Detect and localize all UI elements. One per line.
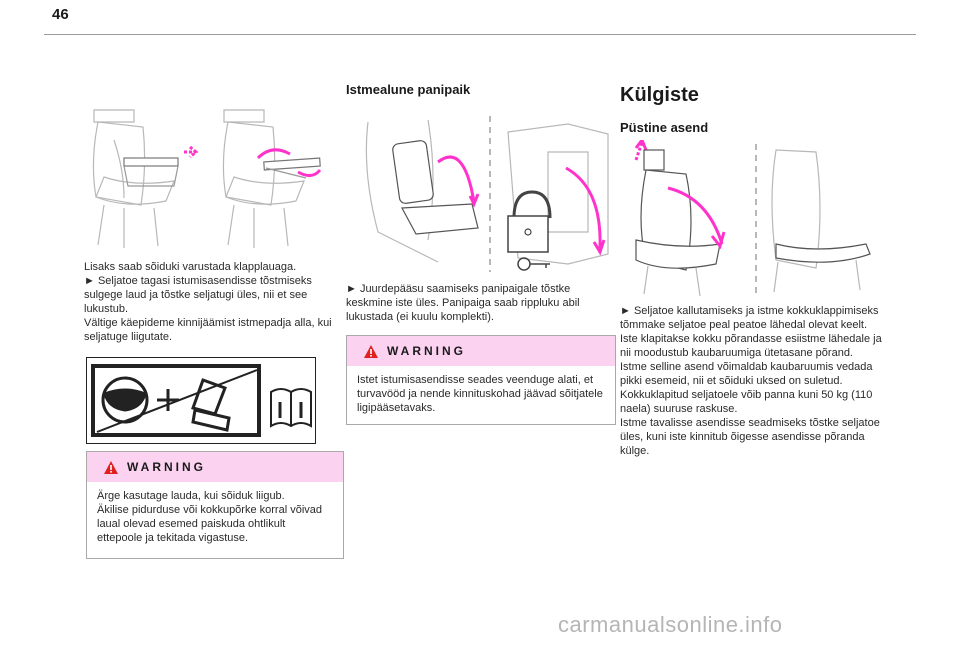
col2-warning-box: WARNING Istet istumisasendisse seades ve… bbox=[346, 335, 616, 425]
col1-paragraph-2: ► Seljatoe tagasi istumisasendisse tõstm… bbox=[84, 275, 312, 315]
col3-paragraph-3: Istme selline asend võimaldab kaubaruumi… bbox=[620, 361, 873, 387]
side-seat-illustration bbox=[626, 140, 888, 300]
padlock-icon bbox=[507, 190, 552, 253]
col3-heading: Külgiste bbox=[620, 84, 699, 106]
col3-paragraph-4: Kokkuklapitud seljatoele võib panna kuni… bbox=[620, 389, 873, 415]
col1-warning-line-1: Ärge kasutage lauda, kui sõiduk liigub. bbox=[97, 490, 285, 502]
col1-warning-title: WARNING bbox=[127, 460, 206, 474]
col3-paragraph-2: Iste klapitakse kokku põrandasse esiistm… bbox=[620, 333, 882, 359]
col2-warning-text: Istet istumisasendisse seades veenduge a… bbox=[357, 374, 603, 414]
col3-paragraph-1: ► Seljatoe kallutamiseks ja istme kokkuk… bbox=[620, 305, 879, 331]
col1-warning-line-2: Äkilise pidurduse või kokkupõrke korral … bbox=[97, 504, 322, 544]
col2-paragraph: ► Juurdepääsu saamiseks panipaigale tõst… bbox=[346, 283, 580, 323]
page-number: 46 bbox=[52, 6, 69, 23]
symbol-box bbox=[86, 357, 316, 444]
top-rule bbox=[44, 34, 916, 35]
col2-heading: Istmealune panipaik bbox=[346, 82, 471, 97]
col1-paragraph-3: Vältige käepideme kinnijäämist istmepadj… bbox=[84, 317, 332, 343]
key-icon bbox=[517, 257, 550, 271]
storage-illustration bbox=[358, 112, 614, 274]
col1-paragraph-1: Lisaks saab sõiduki varustada klapplauag… bbox=[84, 261, 297, 273]
col3-paragraph-5: Istme tavalisse asendisse seadmiseks tõs… bbox=[620, 417, 880, 457]
watermark: carmanualsonline.info bbox=[558, 612, 783, 637]
warning-triangle-icon bbox=[104, 460, 118, 474]
col3-subheading: Püstine asend bbox=[620, 120, 709, 135]
col1-warning-box: WARNING Ärge kasutage lauda, kui sõiduk … bbox=[86, 451, 344, 559]
manual-info-icon bbox=[270, 388, 312, 428]
col2-warning-title: WARNING bbox=[387, 344, 466, 358]
table-seat-illustration bbox=[84, 90, 342, 252]
warning-triangle-icon bbox=[364, 344, 378, 358]
